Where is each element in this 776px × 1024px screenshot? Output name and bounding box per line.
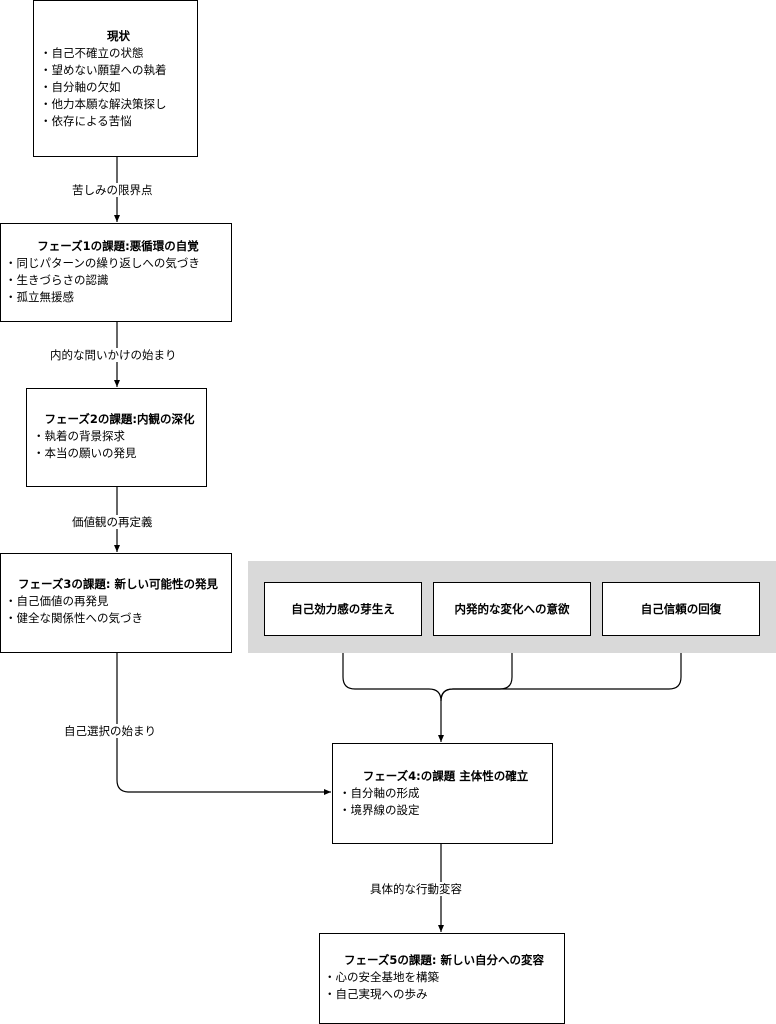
phase3-node: フェーズ3の課題: 新しい可能性の発見 自己価値の再発見 健全な関係性への気づき [0,553,232,653]
edge-factor1-to-phase4 [342,635,442,702]
phase5-title: フェーズ5の課題: 新しい自分への変容 [343,953,545,967]
phase2-node: フェーズ2の課題:内観の深化 執着の背景探求 本当の願いの発見 [26,388,207,487]
current-state-title: 現状 [107,29,130,43]
edge-phase3-to-phase4 [116,652,331,795]
edge-factor3-to-phase4 [440,635,682,702]
list-item: 執着の背景探求 [33,428,206,445]
list-item: 生きづらさの認識 [5,272,231,289]
phase2-list: 執着の背景探求 本当の願いの発見 [33,428,206,462]
current-state-node: 現状 自己不確立の状態 望めない願望への執着 自分軸の欠如 他力本願な解決策探し… [33,0,198,157]
list-item: 他力本願な解決策探し [40,96,197,113]
factor-self-trust: 自己信頼の回復 [602,582,760,636]
edge-label-phase4-to-phase5: 具体的な行動変容 [368,882,464,896]
edge-label-phase2-to-phase3: 価値観の再定義 [70,515,155,529]
list-item: 自己実現への歩み [324,986,564,1003]
phase4-title: フェーズ4:の課題 主体性の確立 [362,769,529,783]
list-item: 心の安全基地を構築 [324,969,564,986]
list-item: 孤立無援感 [5,289,231,306]
list-item: 自分軸の形成 [339,785,552,802]
phase1-node: フェーズ1の課題:悪循環の自覚 同じパターンの繰り返しへの気づき 生きづらさの認… [0,223,232,322]
phase5-list: 心の安全基地を構築 自己実現への歩み [324,969,564,1003]
phase4-node: フェーズ4:の課題 主体性の確立 自分軸の形成 境界線の設定 [332,743,553,844]
list-item: 境界線の設定 [339,802,552,819]
phase5-node: フェーズ5の課題: 新しい自分への変容 心の安全基地を構築 自己実現への歩み [319,933,565,1024]
phase2-title: フェーズ2の課題:内観の深化 [44,412,195,426]
list-item: 望めない願望への執着 [40,62,197,79]
phase1-list: 同じパターンの繰り返しへの気づき 生きづらさの認識 孤立無援感 [5,255,231,306]
list-item: 健全な関係性への気づき [5,610,231,627]
list-item: 依存による苦悩 [40,113,197,130]
edge-label-phase3-to-phase4: 自己選択の始まり [62,724,158,738]
list-item: 本当の願いの発見 [33,445,206,462]
list-item: 自己価値の再発見 [5,593,231,610]
phase3-list: 自己価値の再発見 健全な関係性への気づき [5,593,231,627]
list-item: 同じパターンの繰り返しへの気づき [5,255,231,272]
list-item: 自己不確立の状態 [40,45,197,62]
edge-label-current-to-phase1: 苦しみの限界点 [70,183,155,197]
factor-intrinsic-motivation: 内発的な変化への意欲 [433,582,591,636]
phase1-title: フェーズ1の課題:悪循環の自覚 [37,239,199,253]
list-item: 自分軸の欠如 [40,79,197,96]
factor-self-efficacy: 自己効力感の芽生え [264,582,422,636]
edge-label-phase1-to-phase2: 内的な問いかけの始まり [48,348,179,362]
phase3-title: フェーズ3の課題: 新しい可能性の発見 [17,577,219,591]
phase4-list: 自分軸の形成 境界線の設定 [339,785,552,819]
current-state-list: 自己不確立の状態 望めない願望への執着 自分軸の欠如 他力本願な解決策探し 依存… [40,45,197,130]
